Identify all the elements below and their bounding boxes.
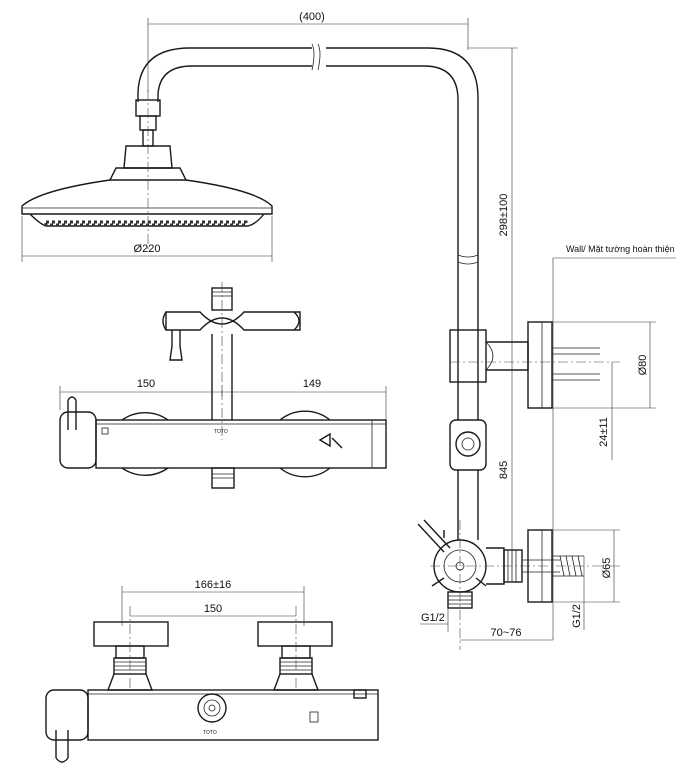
wall-flange: [527, 529, 584, 603]
valve-left-label: 150: [137, 378, 155, 390]
inlet-thread-bottom-dimension: G1/2: [420, 608, 449, 632]
front-valve-assembly: TOTO: [59, 282, 387, 489]
flange-diameter-label: Ø65: [601, 558, 613, 579]
bottom-valve-assembly: TOTO: [45, 606, 379, 763]
inlet-center-dimension: 166±16 150: [121, 579, 305, 626]
bottom-brand-text: TOTO: [203, 730, 217, 736]
flange-diameter-dimension: Ø65: [552, 529, 620, 603]
wall-reference: Wall/ Mặt tường hoàn thiện: [552, 244, 676, 640]
head-diameter-dimension: Ø220: [21, 216, 273, 262]
inlet-center-label: 150: [204, 603, 222, 615]
handshower-holder: [449, 419, 487, 471]
inlet-thread-side-dimension: G1/2: [571, 556, 585, 630]
inlet-center-range-label: 166±16: [195, 579, 232, 591]
arm-length-dimension: (400): [147, 11, 469, 92]
valve-span-dimension: 150 149: [59, 378, 387, 420]
bracket-diameter-dimension: Ø80: [552, 321, 656, 409]
riser-pipe: [457, 330, 479, 540]
bracket-offset-dimension: 24±11: [598, 362, 613, 460]
height-adjust-label: 298±100: [498, 194, 510, 237]
inlet-thread-side-label: G1/2: [571, 604, 583, 628]
head-diameter-label: Ø220: [134, 243, 161, 255]
wall-label: Wall/ Mặt tường hoàn thiện: [566, 244, 675, 254]
valve-right-label: 149: [303, 378, 321, 390]
arm-length-label: (400): [299, 11, 325, 23]
height-adjust-dimension: 298±100: [468, 47, 518, 362]
bar-height-label: 845: [498, 461, 510, 479]
riser-bracket: [449, 321, 620, 409]
spray-nozzles: [44, 220, 248, 227]
bracket-diameter-label: Ø80: [637, 355, 649, 376]
shower-head: [21, 90, 273, 250]
wall-projection-label: 70~76: [491, 627, 522, 639]
shower-arm: [137, 43, 479, 330]
wall-projection-dimension: 70~76: [460, 627, 553, 641]
bracket-offset-label: 24±11: [598, 417, 610, 447]
front-brand-text: TOTO: [214, 429, 228, 435]
inlet-thread-bottom-label: G1/2: [421, 612, 445, 624]
bar-height-dimension: 845: [498, 362, 513, 566]
